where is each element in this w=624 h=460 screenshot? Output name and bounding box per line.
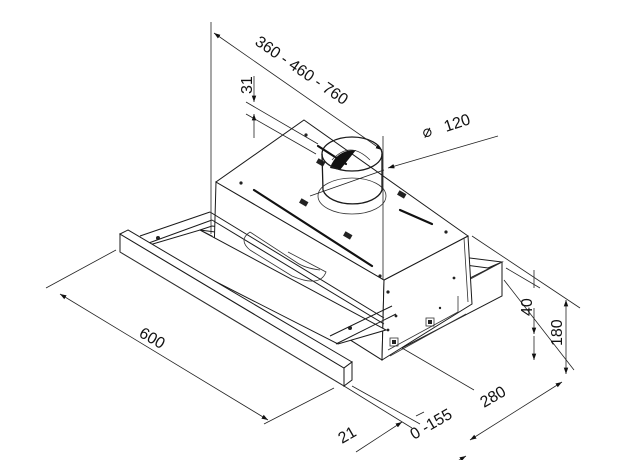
dim-depth: [401, 347, 563, 441]
dim-visor-thickness: [343, 385, 425, 453]
label-depth: 280: [478, 383, 510, 411]
label-top-offset: 31: [239, 76, 256, 94]
dim-heights: [471, 235, 581, 374]
dim-extension: [351, 385, 467, 460]
label-duct-width: 360 - 460 - 760: [252, 33, 351, 109]
label-extension: 0 -155: [408, 406, 456, 443]
telescopic-drawer: [139, 211, 397, 345]
dim-top-offset: [245, 76, 319, 155]
label-outlet-diameter: 120: [442, 111, 473, 135]
dim-outlet-diameter: [309, 135, 499, 197]
label-total-height: 180: [549, 319, 566, 346]
dim-width: [45, 249, 335, 425]
dim-duct-width: [210, 22, 384, 280]
label-width: 600: [136, 325, 168, 353]
label-visor-height: 40: [519, 298, 536, 316]
label-diameter-symbol: ⌀: [420, 123, 435, 142]
label-visor-thickness: 21: [336, 424, 360, 448]
